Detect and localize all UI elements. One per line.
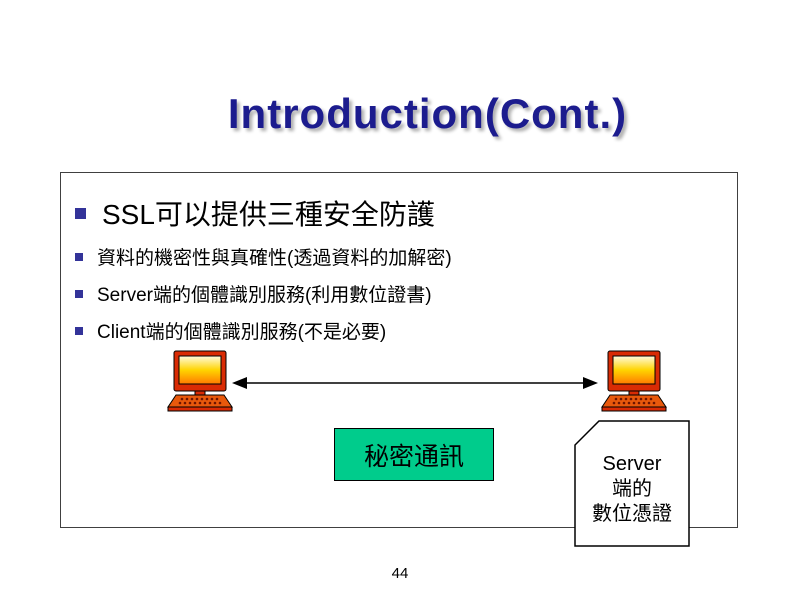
slide-title: Introduction(Cont.)	[227, 90, 628, 137]
secret-communication-label: 秘密通訊	[363, 442, 464, 471]
double-arrow	[232, 377, 598, 389]
bullet-square-icon	[75, 326, 83, 335]
secret-communication-box: 秘密通訊	[334, 428, 494, 481]
bullet-text-sub2: Server端的個體識別服務(利用數位證書)	[97, 285, 432, 306]
bullet-square-icon	[75, 289, 83, 298]
double-arrow-icon	[230, 371, 600, 395]
bullet-text-sub3: Client端的個體識別服務(不是必要)	[97, 322, 387, 343]
computer-icon-left	[164, 350, 236, 416]
bullet-item-main: SSL可以提供三種安全防護	[75, 193, 737, 233]
server-certificate-shape: Server 端的 數位憑證	[574, 420, 690, 547]
bullet-text-main: SSL可以提供三種安全防護	[102, 199, 435, 230]
bullet-item-sub1: 資料的機密性與真確性(透過資料的加解密)	[75, 243, 737, 270]
bullet-square-icon	[75, 252, 83, 261]
bullet-square-icon	[75, 207, 86, 219]
certificate-line-2: 端的	[612, 478, 652, 500]
computer-icon-right	[598, 350, 670, 416]
bullet-text-sub1: 資料的機密性與真確性(透過資料的加解密)	[97, 248, 452, 269]
bullet-item-sub2: Server端的個體識別服務(利用數位證書)	[75, 280, 737, 307]
computer-icon	[167, 350, 233, 412]
certificate-line-1: Server	[602, 453, 662, 475]
page-number: 44	[391, 565, 409, 582]
certificate-line-3: 數位憑證	[592, 503, 672, 525]
certificate-text: Server 端的 數位憑證	[574, 452, 690, 527]
computer-icon	[601, 350, 667, 412]
bullet-item-sub3: Client端的個體識別服務(不是必要)	[75, 317, 737, 344]
certificate-outline	[574, 420, 690, 547]
